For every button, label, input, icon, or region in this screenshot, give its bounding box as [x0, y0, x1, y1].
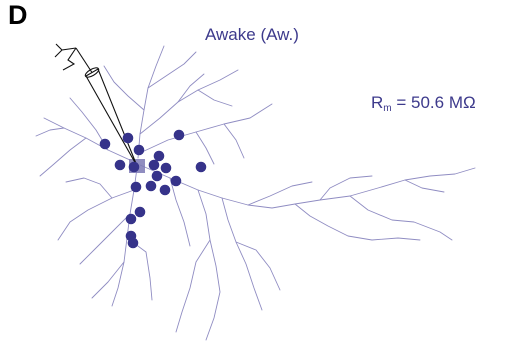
dendrite-branch [350, 196, 452, 240]
synapse-marker [135, 207, 146, 218]
recording-electrode [55, 44, 137, 166]
synapse-marker [149, 160, 160, 171]
dendrite-branch [196, 132, 214, 164]
dendrite-branch [58, 190, 134, 240]
dendrite-branch [148, 52, 196, 88]
dendrite-branch [198, 90, 232, 106]
electrode-wire [63, 48, 76, 70]
dendrite-branch [198, 190, 220, 340]
synapse-marker [174, 130, 185, 141]
synapse-marker [154, 151, 165, 162]
dendrite-branch [44, 118, 130, 160]
dendrite-branch [140, 165, 475, 208]
synapse-marker [126, 214, 137, 225]
electrode-wire [56, 44, 62, 50]
dendrite-branch [295, 204, 420, 240]
synapse-marker [115, 160, 126, 171]
synapse-marker [171, 176, 182, 187]
dendrite-branch [80, 214, 130, 264]
dendrite-branch [66, 178, 112, 198]
synapse-markers [100, 130, 207, 249]
synapse-marker [152, 171, 163, 182]
synapse-marker [123, 133, 134, 144]
synapse-marker [100, 139, 111, 150]
dendrite-branch [222, 198, 262, 310]
electrode-shank [76, 48, 92, 73]
dendrite-branch [138, 46, 164, 158]
synapse-marker [196, 162, 207, 173]
dendrite-branch [178, 74, 204, 102]
dendritic-tree [36, 46, 475, 340]
dendrite-branch [92, 262, 124, 298]
dendrite-branch [36, 128, 64, 136]
dendrite-branch [142, 104, 272, 152]
synapse-marker [129, 162, 140, 173]
dendrite-branch [224, 124, 244, 158]
dendrite-branch [248, 182, 312, 205]
dendrite-branch [236, 242, 280, 290]
dendrite-branch [40, 138, 86, 176]
synapse-marker [128, 238, 139, 249]
synapse-marker [131, 182, 142, 193]
synapse-marker [161, 163, 172, 174]
synapse-marker [146, 181, 157, 192]
dendrite-branch [170, 178, 190, 246]
dendrite-branch [104, 66, 144, 110]
synapse-marker [134, 145, 145, 156]
dendrite-branch [176, 240, 210, 332]
synapse-marker [160, 185, 171, 196]
dendrite-branch [405, 180, 444, 192]
